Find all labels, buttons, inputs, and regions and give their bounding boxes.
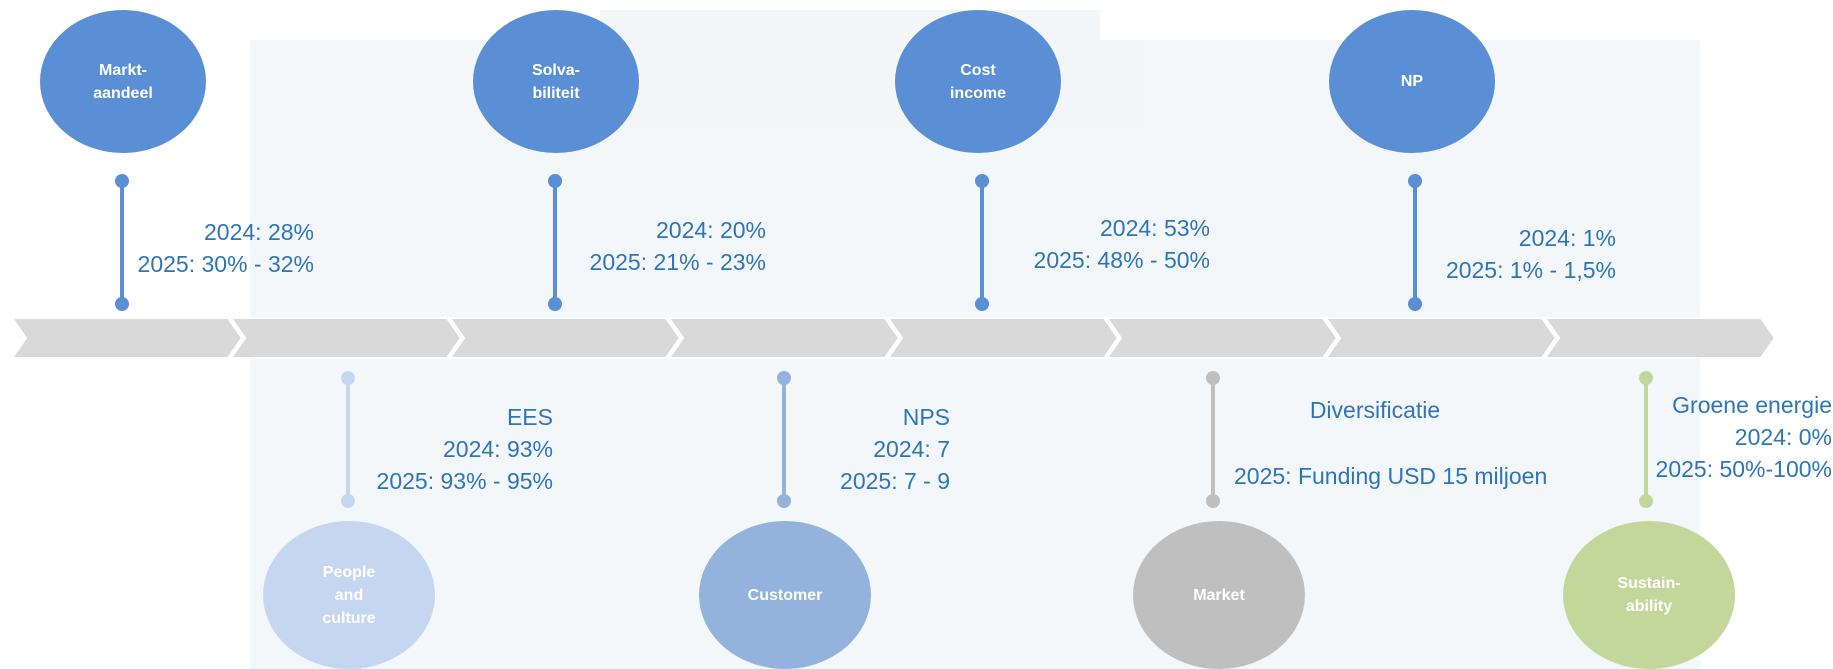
customer-values: NPS 2024: 7 2025: 7 - 9 bbox=[840, 401, 950, 497]
value-2024: 2024: 7 bbox=[873, 436, 950, 462]
connector-line bbox=[782, 378, 786, 501]
connector-dot bbox=[115, 174, 129, 188]
value-2024: 2024: 93% bbox=[443, 436, 553, 462]
connector-dot bbox=[341, 371, 355, 385]
np-values: 2024: 1% 2025: 1% - 1,5% bbox=[1446, 222, 1616, 286]
connector-dot bbox=[777, 371, 791, 385]
connector-dot bbox=[1639, 494, 1653, 508]
market-metric-name: Diversificatie bbox=[1309, 397, 1441, 423]
customer-circle: Customer bbox=[699, 521, 871, 669]
sustainability-circle: Sustain- ability bbox=[1563, 521, 1735, 669]
value-2024: 2024: 53% bbox=[1100, 215, 1210, 241]
timeline-chevron-segment bbox=[1324, 317, 1558, 359]
connector-line bbox=[1211, 378, 1215, 501]
np-circle: NP bbox=[1329, 10, 1495, 153]
connector-dot bbox=[1206, 371, 1220, 385]
connector-dot bbox=[777, 494, 791, 508]
connector-dot bbox=[1408, 174, 1422, 188]
connector-dot bbox=[115, 297, 129, 311]
cost-income-values: 2024: 53% 2025: 48% - 50% bbox=[1034, 212, 1210, 276]
connector-dot bbox=[1408, 297, 1422, 311]
connector-dot bbox=[1639, 371, 1653, 385]
connector-line bbox=[980, 181, 984, 304]
value-2025: 2025: 21% - 23% bbox=[589, 249, 766, 275]
connector-dot bbox=[975, 297, 989, 311]
timeline-chevron-segment bbox=[229, 317, 463, 359]
metric-name: Groene energie bbox=[1672, 392, 1832, 418]
value-2025: 2025: 48% - 50% bbox=[1033, 247, 1210, 273]
metric-name: EES bbox=[506, 404, 553, 430]
value-2025: 2025: 7 - 9 bbox=[840, 468, 950, 494]
connector-line bbox=[1644, 378, 1648, 501]
value-2024: 2024: 0% bbox=[1734, 424, 1832, 450]
value-2025: 2025: 30% - 32% bbox=[137, 251, 314, 277]
market-circle: Market bbox=[1133, 521, 1305, 669]
people-and-culture-values: EES 2024: 93% 2025: 93% - 95% bbox=[377, 401, 553, 497]
metric-name: NPS bbox=[902, 404, 950, 430]
value-2025: 2025: 1% - 1,5% bbox=[1445, 257, 1616, 283]
connector-line bbox=[553, 181, 557, 304]
connector-dot bbox=[1206, 494, 1220, 508]
value-2025: 2025: 50%-100% bbox=[1655, 456, 1832, 482]
value-2024: 2024: 1% bbox=[1518, 225, 1616, 251]
markt-aandeel-circle: Markt- aandeel bbox=[40, 10, 206, 153]
timeline-arrow-bar bbox=[10, 317, 1777, 359]
connector-dot bbox=[341, 494, 355, 508]
connector-line bbox=[1413, 181, 1417, 304]
solvabiliteit-circle: Solva- biliteit bbox=[473, 10, 639, 153]
timeline-chevron-segment bbox=[667, 317, 901, 359]
sustainability-values: Groene energie 2024: 0% 2025: 50%-100% bbox=[1656, 389, 1832, 485]
cost-income-circle: Cost income bbox=[895, 10, 1061, 153]
timeline-chevron-segment bbox=[886, 317, 1120, 359]
value-2024: 2024: 28% bbox=[204, 219, 314, 245]
connector-dot bbox=[975, 174, 989, 188]
value-2024: 2024: 20% bbox=[656, 217, 766, 243]
value-2025: 2025: 93% - 95% bbox=[376, 468, 553, 494]
solvabiliteit-values: 2024: 20% 2025: 21% - 23% bbox=[590, 214, 766, 278]
timeline-chevron-segment bbox=[10, 317, 244, 359]
people-and-culture-circle: People and culture bbox=[263, 521, 435, 669]
timeline-chevron-segment bbox=[448, 317, 682, 359]
connector-line bbox=[120, 181, 124, 304]
timeline-chevron-segment bbox=[1105, 317, 1339, 359]
connector-dot bbox=[548, 297, 562, 311]
connector-line bbox=[346, 378, 350, 501]
timeline-chevron-segment bbox=[1543, 317, 1777, 359]
market-value-2025: 2025: Funding USD 15 miljoen bbox=[1234, 463, 1548, 489]
markt-aandeel-values: 2024: 28% 2025: 30% - 32% bbox=[138, 216, 314, 280]
connector-dot bbox=[548, 174, 562, 188]
